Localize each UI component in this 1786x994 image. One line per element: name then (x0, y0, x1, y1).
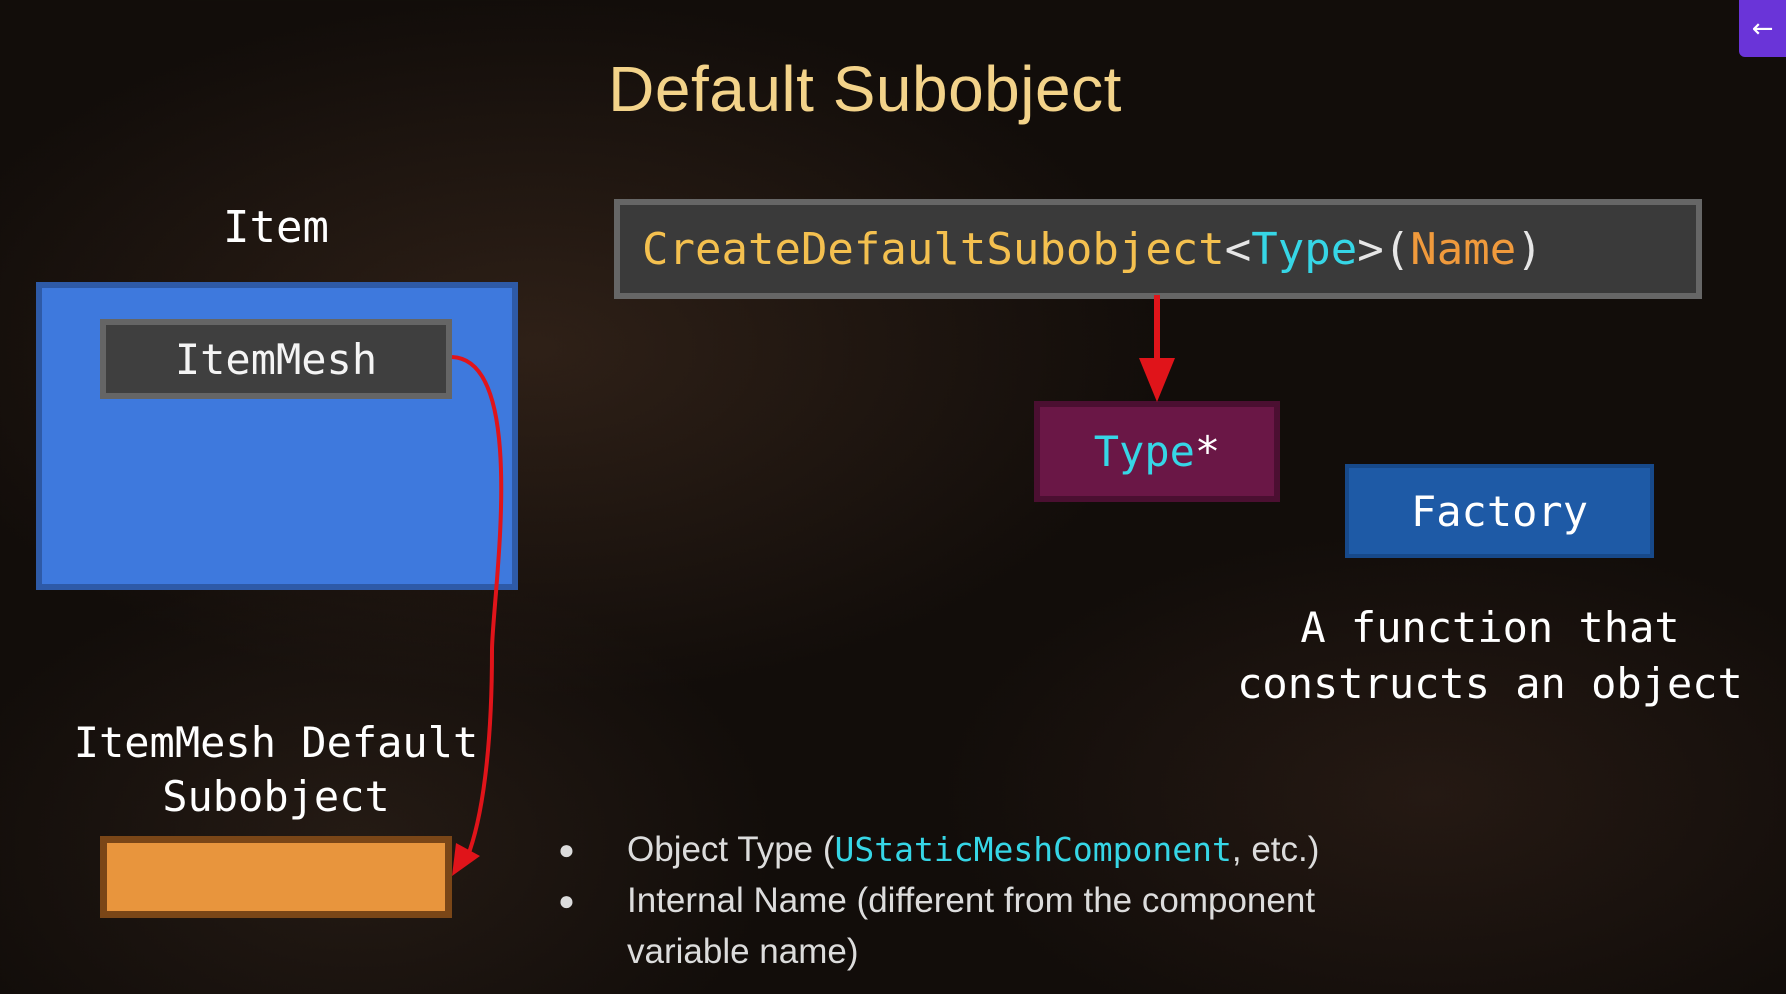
bullet-1-code: UStaticMeshComponent (834, 830, 1232, 869)
factory-label: Factory (1410, 486, 1588, 536)
default-subobject-label-line2: Subobject (162, 772, 390, 821)
factory-box: Factory (1345, 464, 1654, 558)
arrow-left-icon: ← (1751, 13, 1774, 44)
back-button[interactable]: ← (1739, 0, 1786, 57)
code-gt: > (1357, 223, 1384, 275)
bullet-2-line1: Internal Name (different from the compon… (627, 881, 1316, 920)
bullet-item-internal-name: ● Internal Name (different from the comp… (552, 875, 1452, 977)
bullet-1-prefix: Object Type ( (627, 830, 835, 869)
default-subobject-label: ItemMesh Default Subobject (36, 716, 516, 824)
code-function-name: CreateDefaultSubobject (642, 223, 1225, 275)
bullet-dot: ● (558, 885, 575, 916)
item-label: Item (223, 202, 329, 253)
bullet-1-suffix: , etc.) (1231, 830, 1320, 869)
straight-arrow-head (1139, 358, 1175, 402)
code-box: CreateDefaultSubobject<Type>(Name) (614, 199, 1702, 299)
bullet-list: ● Object Type (UStaticMeshComponent, etc… (552, 824, 1452, 977)
curved-arrow-head (452, 843, 480, 876)
code-name-param: Name (1410, 223, 1517, 275)
code-open-paren: ( (1383, 223, 1411, 275)
type-pointer-box: Type* (1034, 401, 1280, 502)
type-pointer-star: * (1194, 427, 1221, 476)
factory-description-line2: constructs an object (1237, 659, 1743, 708)
itemmesh-box: ItemMesh (100, 319, 452, 399)
default-subobject-box (100, 836, 452, 918)
factory-description-line1: A function that (1300, 603, 1680, 652)
itemmesh-label: ItemMesh (174, 334, 378, 384)
factory-description: A function that constructs an object (1190, 600, 1786, 712)
code-lt: < (1224, 223, 1252, 275)
slide-title: Default Subobject (608, 53, 1122, 125)
code-close-paren: ) (1516, 223, 1543, 275)
bullet-dot: ● (558, 834, 575, 865)
default-subobject-label-line1: ItemMesh Default (73, 718, 479, 767)
bullet-2-line2: variable name) (627, 932, 859, 971)
bullet-item-object-type: ● Object Type (UStaticMeshComponent, etc… (552, 824, 1452, 875)
type-pointer-type: Type (1093, 427, 1195, 476)
code-type-param: Type (1251, 223, 1358, 275)
